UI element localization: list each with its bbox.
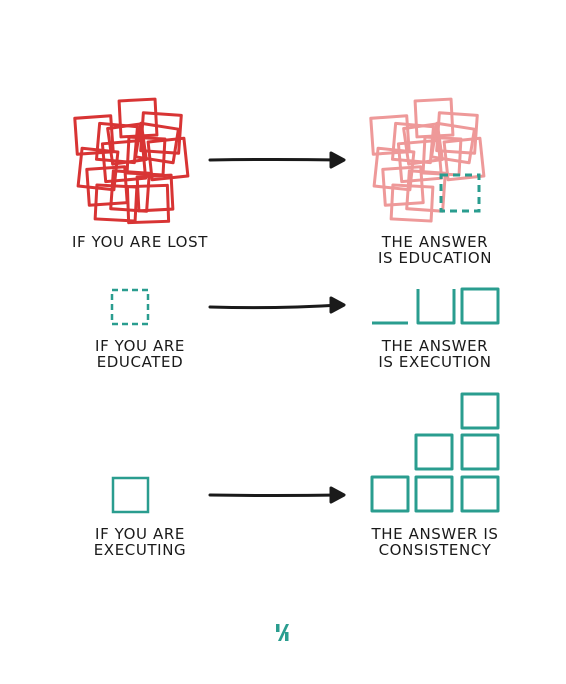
executing-label: IF YOU ARE EXECUTING — [93, 525, 187, 559]
education-dashed-square — [439, 173, 481, 213]
percent-logo-icon — [276, 624, 289, 641]
arrow-right-icon — [208, 296, 346, 314]
executing-square — [111, 476, 150, 514]
execution-square-open-top — [416, 289, 456, 325]
execution-label: THE ANSWER IS EXECUTION — [378, 337, 492, 371]
execution-square-complete — [460, 287, 500, 325]
execution-squares — [372, 287, 500, 325]
lost-label: IF YOU ARE LOST — [72, 233, 208, 251]
arrow-right-icon — [208, 151, 346, 169]
education-label: THE ANSWER IS EDUCATION — [377, 233, 493, 267]
educated-label: IF YOU ARE EDUCATED — [95, 337, 185, 371]
lost-squares-cluster — [73, 97, 190, 225]
education-squares-cluster — [369, 97, 486, 223]
educated-dashed-square — [110, 288, 150, 326]
consistency-squares — [370, 392, 500, 513]
consistency-label: THE ANSWER IS CONSISTENCY — [371, 525, 499, 559]
arrow-right-icon — [208, 486, 346, 504]
